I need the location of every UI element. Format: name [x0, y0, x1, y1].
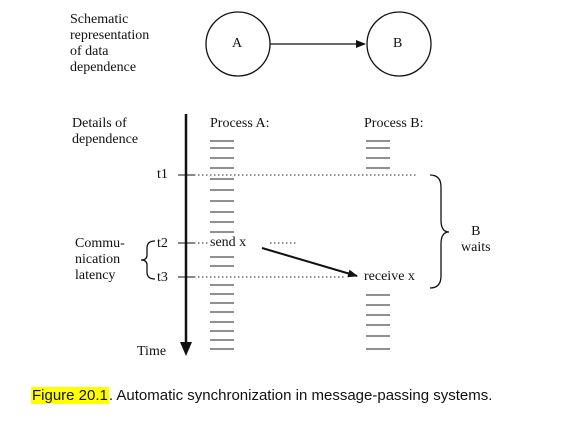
- diagram-canvas: [140, 11, 450, 356]
- caption-text: . Automatic synchronization in message-p…: [108, 387, 493, 404]
- details-label: Details of dependence: [72, 116, 139, 147]
- send-label: send x: [210, 235, 247, 250]
- process-a-timeline: [210, 140, 234, 350]
- schematic-label: Schematic representation of data depende…: [70, 12, 150, 75]
- receive-label: receive x: [364, 269, 415, 284]
- message-arrow: [261, 247, 358, 278]
- process-b-label: Process B:: [364, 116, 424, 131]
- caption-figure-number: Figure 20.1: [31, 387, 109, 404]
- waits-brace: [429, 174, 450, 289]
- latency-brace: [140, 240, 156, 280]
- node-a-label: A: [232, 36, 243, 51]
- node-b-label: B: [393, 36, 403, 51]
- latency-label: Commu- nication latency: [75, 236, 125, 283]
- waits-label: B waits: [461, 224, 491, 255]
- process-a-label: Process A:: [210, 116, 270, 131]
- t2-label: t2: [157, 236, 168, 251]
- t1-label: t1: [157, 167, 168, 182]
- time-axis-arrowhead: [180, 342, 192, 356]
- figure-caption: Figure 20.1. Automatic synchronization i…: [31, 386, 492, 406]
- time-axis-label: Time: [137, 344, 167, 359]
- process-b-timeline: [366, 140, 390, 350]
- node-b-circle: [366, 11, 432, 77]
- t3-label: t3: [157, 270, 168, 285]
